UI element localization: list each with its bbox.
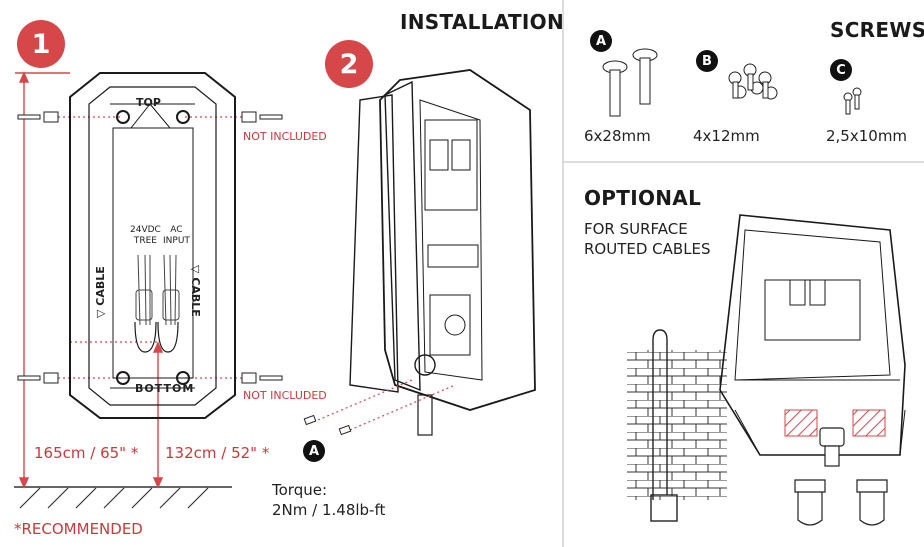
height-right-label: 132cm / 52" * bbox=[165, 444, 270, 462]
torque-value: 2Nm / 1.48lb-ft bbox=[272, 501, 386, 519]
screws-title: SCREWS bbox=[830, 18, 924, 42]
screw-set-a bbox=[602, 48, 658, 117]
screw-badge-b: B bbox=[696, 50, 718, 72]
input-right-line-2: INPUT bbox=[163, 236, 190, 246]
step-2-badge: 2 bbox=[325, 40, 373, 88]
screw-size-a: 6x28mm bbox=[584, 127, 651, 145]
cable-arrow-left: ▽ bbox=[94, 309, 107, 318]
height-dimension-left bbox=[15, 71, 70, 489]
recommended-note: *RECOMMENDED bbox=[14, 520, 143, 538]
screw-leaders bbox=[317, 379, 456, 431]
screw-badge-c: C bbox=[830, 59, 852, 81]
charger-unit bbox=[349, 69, 536, 436]
torque-label: Torque: bbox=[272, 481, 328, 499]
optional-subtitle-line-2: ROUTED CABLES bbox=[584, 240, 711, 258]
back-plate bbox=[69, 72, 236, 419]
knockout-right bbox=[852, 409, 886, 437]
installation-title: INSTALLATION bbox=[400, 10, 564, 34]
cable-label-left: ▽ CABLE bbox=[94, 266, 107, 318]
bottom-label: BOTTOM bbox=[135, 382, 195, 395]
optional-title: OPTIONAL bbox=[584, 186, 702, 210]
surface-conduit bbox=[650, 329, 678, 522]
input-left-line-1: 24VDC bbox=[130, 225, 161, 235]
input-right-line-1: AC bbox=[170, 225, 183, 235]
wall-plug-screws bbox=[17, 111, 283, 384]
height-dimension-right bbox=[152, 341, 164, 489]
knockout-left bbox=[784, 409, 818, 437]
cable-label-right: ▽ CABLE bbox=[189, 265, 202, 317]
input-label-left: 24VDC TREE bbox=[130, 225, 161, 247]
not-included-bottom: NOT INCLUDED bbox=[243, 389, 327, 402]
screw-badge-a: A bbox=[590, 30, 612, 52]
screw-size-c: 2,5x10mm bbox=[826, 127, 908, 145]
floor-line bbox=[14, 486, 232, 509]
cables bbox=[135, 254, 180, 326]
optional-subtitle-line-1: FOR SURFACE bbox=[584, 220, 688, 238]
screw-set-c bbox=[843, 87, 862, 115]
cable-glands bbox=[794, 479, 888, 526]
screw-set-b bbox=[728, 63, 778, 100]
torque-spec: Torque: 2Nm / 1.48lb-ft bbox=[272, 480, 385, 520]
cable-arrow-right: ▽ bbox=[189, 265, 202, 274]
cable-text-right: CABLE bbox=[189, 277, 202, 317]
optional-subtitle: FOR SURFACE ROUTED CABLES bbox=[584, 219, 711, 259]
screw-size-b: 4x12mm bbox=[693, 127, 760, 145]
height-left-label: 165cm / 65" * bbox=[34, 444, 139, 462]
bottom-screws bbox=[303, 414, 352, 436]
input-left-line-2: TREE bbox=[133, 236, 157, 246]
screw-badge-a-install: A bbox=[303, 440, 325, 462]
cable-text-left: CABLE bbox=[94, 266, 107, 306]
housing-gland bbox=[819, 427, 845, 467]
hole-leaders bbox=[48, 116, 255, 379]
input-label-right: AC INPUT bbox=[163, 225, 190, 247]
surface-housing bbox=[719, 214, 906, 456]
top-label: TOP bbox=[136, 96, 161, 109]
brick-wall bbox=[627, 350, 727, 500]
not-included-top: NOT INCLUDED bbox=[243, 130, 327, 143]
step-1-badge: 1 bbox=[17, 20, 65, 68]
